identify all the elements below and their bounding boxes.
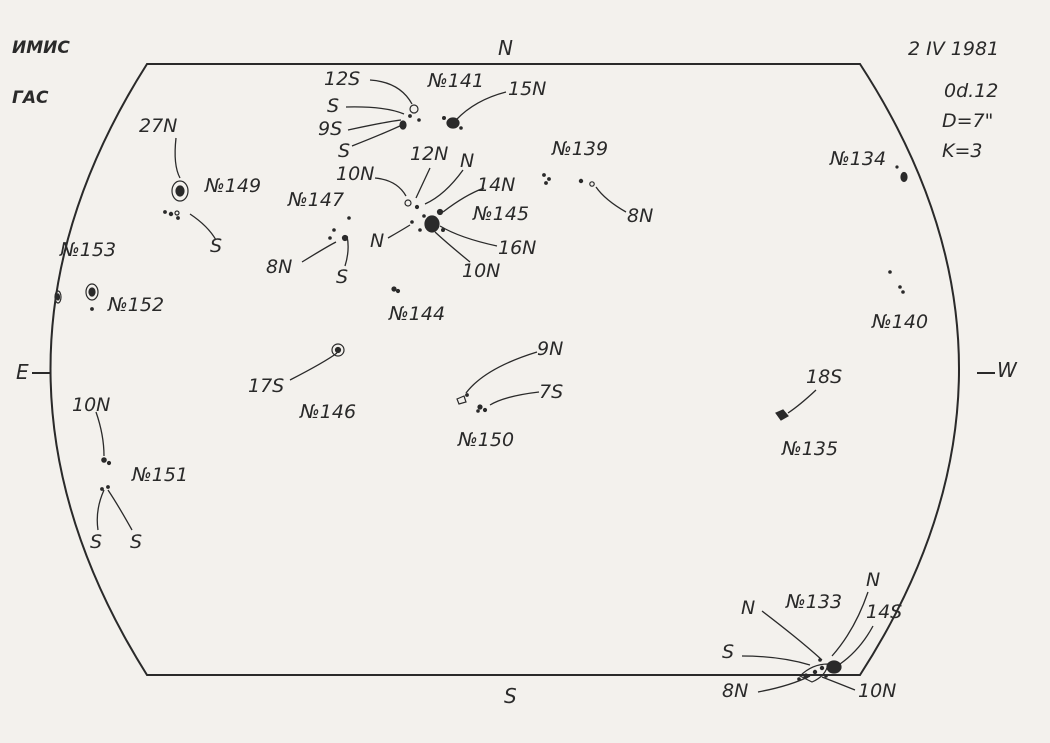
polarity-151-s2: S: [130, 531, 143, 553]
polarity-149-27n: 27N: [139, 115, 178, 137]
group-label-151: №151: [132, 464, 189, 486]
polarity-145-10n: 10N: [336, 163, 375, 185]
polarity-150-7s: 7S: [539, 381, 564, 403]
compass-west: W: [997, 358, 1017, 382]
group-label-149: №149: [205, 175, 262, 197]
group-label-140: №140: [872, 311, 929, 333]
leader-lines: [95, 79, 874, 693]
disk-outline: [49, 63, 960, 676]
group-label-150: №150: [458, 429, 515, 451]
polarity-139-8n: 8N: [627, 205, 654, 227]
polarity-150-9n: 9N: [537, 338, 564, 360]
spot-group-134: [895, 165, 908, 183]
spot-group-133: [797, 658, 842, 683]
sunspots: [54, 104, 908, 683]
polarity-133-10n: 10N: [858, 680, 897, 702]
group-label-141: №141: [428, 70, 485, 92]
group-label-133: №133: [786, 591, 843, 613]
compass-south: S: [504, 684, 517, 708]
polarity-133-8n: 8N: [722, 680, 749, 702]
spot-group-139: [542, 173, 595, 187]
spot-group-140: [888, 270, 905, 294]
polarity-141-s2: S: [338, 140, 351, 162]
observation-time: 0d.12: [944, 80, 999, 102]
group-label-152: №152: [108, 294, 165, 316]
group-label-145: №145: [473, 203, 530, 225]
spot-group-153: [54, 290, 62, 304]
polarity-145-12n: 12N: [410, 143, 449, 165]
group-label-153: №153: [60, 239, 117, 261]
spot-group-144: [391, 286, 401, 294]
spot-group-141: [399, 104, 463, 130]
observation-date: 2 IV 1981: [908, 38, 1000, 60]
polarity-145-16n: 16N: [498, 237, 537, 259]
spot-group-146: [331, 343, 345, 357]
group-label-134: №134: [830, 148, 887, 170]
polarity-146-17s: 17S: [248, 375, 285, 397]
polarity-145-n1: N: [460, 150, 475, 172]
org-label-top: ИМИС: [12, 38, 70, 58]
polarity-141-s1: S: [327, 95, 340, 117]
polarity-133-s: S: [722, 641, 735, 663]
polarity-141-9s: 9S: [318, 118, 343, 140]
polarity-133-14s: 14S: [866, 601, 903, 623]
spot-group-145: [404, 199, 446, 233]
compass-east: E: [16, 360, 29, 384]
group-label-135: №135: [782, 438, 839, 460]
spot-group-135: [775, 409, 789, 421]
polarity-147-8n: 8N: [266, 256, 293, 278]
spot-group-150: [456, 393, 488, 413]
spot-group-147: [328, 216, 351, 242]
group-label-139: №139: [552, 138, 609, 160]
group-label-144: №144: [389, 303, 446, 325]
spot-group-151: [100, 457, 112, 491]
group-label-147: №147: [288, 189, 345, 211]
spot-group-149: [163, 180, 189, 220]
polarity-145-14n: 14N: [477, 174, 516, 196]
polarity-151-10n: 10N: [72, 394, 111, 416]
polarity-149-s: S: [210, 235, 223, 257]
org-label-bottom: ГАС: [12, 88, 49, 108]
polarity-141-15n: 15N: [508, 78, 547, 100]
polarity-145-n2: N: [370, 230, 385, 252]
polarity-141-12s: 12S: [324, 68, 361, 90]
spot-group-152: [85, 283, 99, 311]
polarity-147-s: S: [336, 266, 349, 288]
group-label-146: №146: [300, 401, 357, 423]
polarity-151-s1: S: [90, 531, 103, 553]
compass-north: N: [498, 36, 513, 60]
disk-diameter: D=7": [942, 110, 994, 132]
polarity-135-18s: 18S: [806, 366, 843, 388]
quality-index: K=3: [942, 140, 983, 162]
polarity-133-n2: N: [866, 569, 881, 591]
polarity-133-n1: N: [741, 597, 756, 619]
polarity-145-10n-b: 10N: [462, 260, 501, 282]
